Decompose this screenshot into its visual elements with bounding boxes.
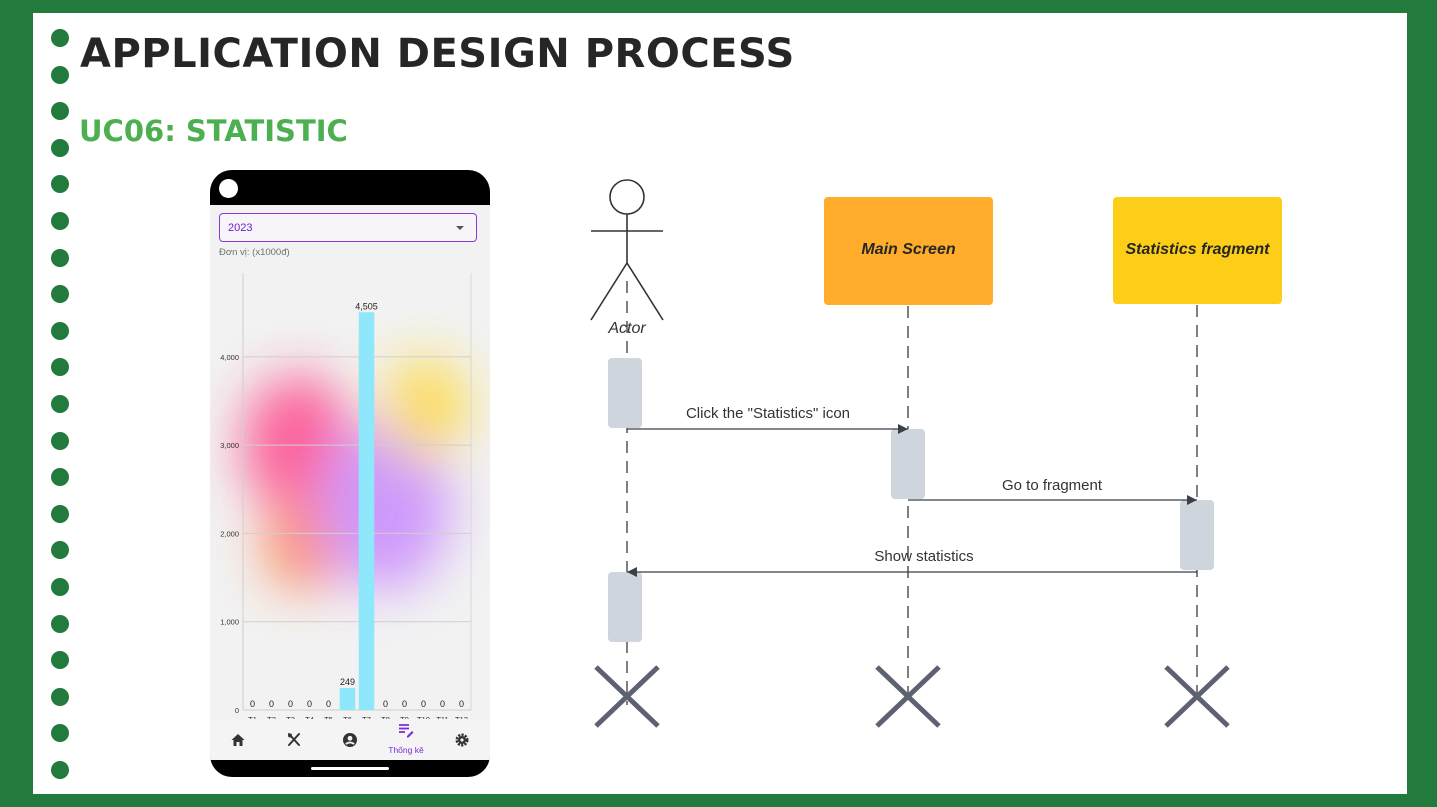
x-tick-label: T1 [248,715,257,721]
value-label: 0 [440,699,445,709]
binder-dot [51,687,69,706]
nav-settings[interactable] [434,719,490,760]
camera-icon [219,179,238,198]
x-tick-label: T11 [436,715,448,721]
value-label: 0 [421,699,426,709]
actor-destroy-x-icon [594,665,660,728]
message-label-1: Click the "Statistics" icon [686,405,850,422]
value-label: 0 [383,699,388,709]
binder-dot [51,321,69,340]
chevron-down-icon [456,226,464,230]
value-label: 0 [307,699,312,709]
statistics-fragment-destroy-x-icon [1164,665,1230,728]
nav-account[interactable] [322,719,378,760]
y-tick-label: 2,000 [220,529,239,538]
unit-label: Đơn vị: (x1000đ) [219,247,290,258]
actor-activation-1 [608,358,642,428]
binder-dot [51,614,69,633]
y-tick-label: 0 [235,706,239,715]
value-label: 4,505 [355,301,378,311]
phone-screen: 2023 Đơn vị: (x1000đ) 0 1,000 2,000 3,000 4,… [210,205,490,760]
value-label: 0 [326,699,331,709]
binder-dot [51,651,69,670]
value-label: 0 [288,699,293,709]
y-tick-label: 3,000 [220,441,239,450]
settings-icon [455,733,469,747]
value-label: 0 [459,699,464,709]
value-label: 0 [250,699,255,709]
actor-activation-2 [608,572,642,642]
bar [358,312,375,710]
x-tick-label: T7 [362,715,371,721]
x-tick-label: T12 [455,715,468,721]
binder-dot [51,138,69,157]
main-screen-destroy-x-icon [875,665,941,728]
slide: APPLICATION DESIGN PROCESS UC06: STATIST… [33,13,1407,794]
sequence-diagram: Actor Main Screen Statistics fragment Cl… [590,179,1282,728]
binder-dot [51,102,69,121]
home-indicator [311,767,389,770]
binder-dot [51,761,69,779]
actor-stick-figure-icon [590,179,664,321]
account-icon [343,733,357,747]
message-label-2: Go to fragment [1002,477,1103,494]
statistics-fragment-activation [1180,500,1214,570]
x-tick-label: T9 [400,715,409,721]
binder-dot [51,504,69,523]
binder-dot [51,724,69,743]
x-tick-label: T3 [286,715,295,721]
x-tick-label: T2 [267,715,276,721]
value-label: 0 [402,699,407,709]
bottom-navigation: Thống kê [210,719,490,760]
binder-dot [51,358,69,377]
nav-home[interactable] [210,719,266,760]
phone-mockup: 2023 Đơn vị: (x1000đ) 0 1,000 2,000 3,000 4,… [210,170,490,777]
year-select-value: 2023 [228,222,253,234]
y-tick-label: 4,000 [220,353,239,362]
message-label-3: Show statistics [874,548,973,565]
value-label: 0 [269,699,274,709]
binder-dot [51,395,69,413]
binder-dot [51,285,69,304]
nav-statistics[interactable]: Thống kê [378,719,434,760]
year-select[interactable]: 2023 [219,213,477,242]
main-screen-label: Main Screen [861,241,955,258]
x-tick-label: T5 [324,715,333,721]
chart-gridlines [242,273,472,711]
slide-title: APPLICATION DESIGN PROCESS [80,31,795,77]
y-tick-label: 1,000 [220,618,239,627]
statistics-icon [399,724,414,738]
binder-dot [51,65,69,84]
value-label: 249 [340,677,355,687]
chart-bars [339,312,375,710]
binder-dot [51,541,69,560]
statistics-fragment-box [1113,197,1282,304]
chart-value-labels: 0 0 0 0 0 249 4,505 0 0 0 0 0 [250,301,464,709]
binder-dot [51,212,69,230]
main-screen-box [824,197,993,305]
fork-knife-icon [288,733,300,746]
main-screen-activation [891,429,925,499]
binder-dot [51,248,69,267]
actor-label: Actor [607,320,646,337]
x-axis-ticks: T1 T2 T3 T4 T5 T6 T7 T8 T9 T10 T11 T12 [248,715,468,721]
binder-dot [51,468,69,487]
y-axis-ticks: 0 1,000 2,000 3,000 4,000 [220,353,239,715]
x-tick-label: T4 [305,715,314,721]
x-tick-label: T6 [343,715,352,721]
binder-dot [51,578,69,596]
bar [339,688,356,710]
x-tick-label: T8 [381,715,390,721]
statistics-fragment-label: Statistics fragment [1125,241,1270,258]
nav-recipes[interactable] [266,719,322,760]
home-icon [231,734,245,746]
x-tick-label: T10 [417,715,430,721]
binder-dot [51,29,69,47]
binder-dot [51,175,69,194]
nav-statistics-label: Thống kê [388,745,424,755]
slide-subtitle: UC06: STATISTIC [79,114,348,148]
binder-dot [51,431,69,450]
